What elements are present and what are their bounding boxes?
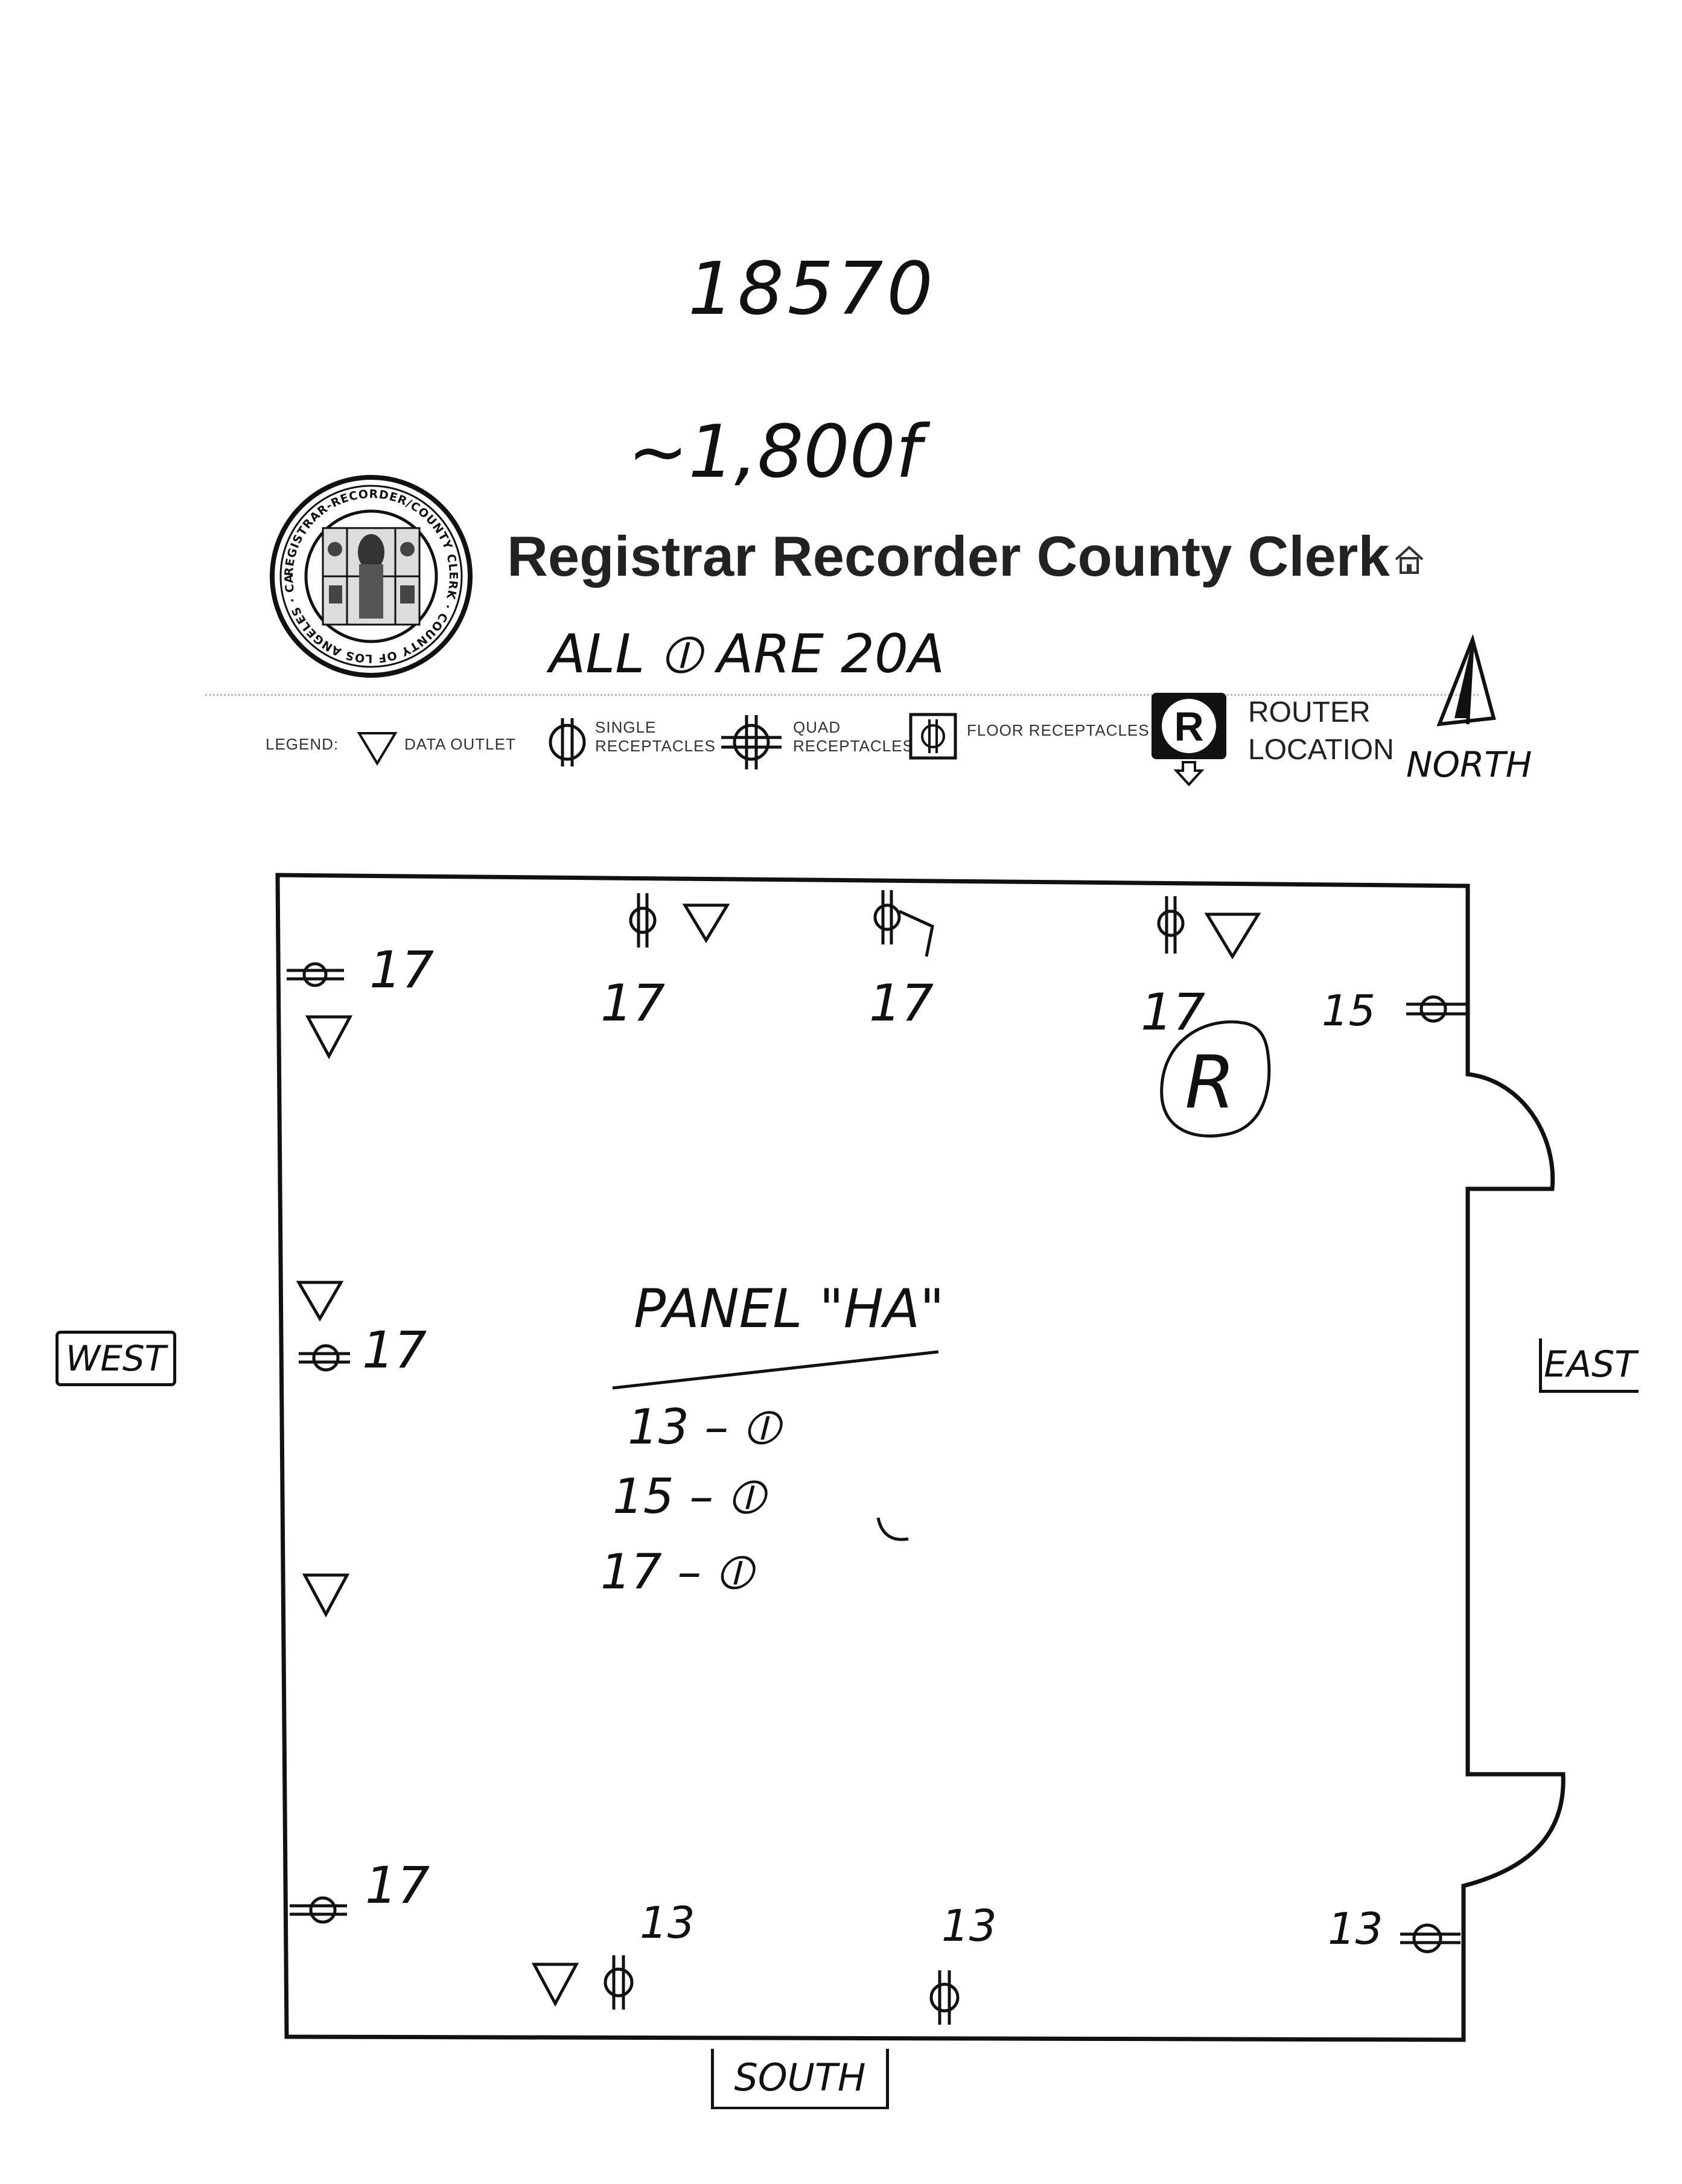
east-label: EAST [1539, 1339, 1639, 1393]
single-receptacle-icon [629, 893, 657, 947]
header-divider [205, 694, 1479, 696]
router-circle [1160, 1020, 1271, 1138]
single-receptacle-icon [873, 890, 934, 957]
wall-receptacle-icon [1400, 1923, 1461, 1953]
data-outlet-legend-icon [357, 732, 398, 766]
circuit-number-west: 17 [362, 1320, 427, 1380]
single-receptacle-icon [604, 1955, 634, 2010]
single-receptacle-icon [1157, 896, 1185, 954]
circuit-number: 17 [600, 973, 665, 1033]
legend-quad-text: QUAD RECEPTACLES [793, 718, 914, 756]
receptacle-note: ALL ⦶ ARE 20A [549, 623, 945, 685]
circuit-number: 13 [640, 1897, 695, 1948]
quad-receptacle-legend-icon [721, 715, 782, 769]
legend-single-line2: RECEPTACLES [595, 737, 716, 756]
reference-number: 18570 [688, 247, 937, 331]
home-icon [1395, 546, 1424, 574]
north-arrow-icon [1436, 634, 1496, 727]
router-legend-glyph: R [1174, 704, 1203, 750]
legend-single-text: SINGLE RECEPTACLES [595, 718, 716, 756]
legend-single-line1: SINGLE [595, 718, 657, 736]
router-legend-icon: R [1152, 693, 1226, 786]
legend-quad-line1: QUAD [793, 718, 841, 736]
data-outlet-icon [296, 1281, 344, 1322]
west-label: WEST [56, 1331, 176, 1386]
circuit-number-northwest: 17 [369, 940, 434, 999]
legend-data-outlet-text: DATA OUTLET [404, 735, 516, 753]
data-outlet-icon [682, 903, 730, 943]
legend-quad-line2: RECEPTACLES [793, 737, 914, 756]
legend-router-line2: LOCATION [1248, 734, 1394, 766]
data-outlet-icon [531, 1963, 579, 2007]
single-receptacle-legend-icon [549, 718, 586, 766]
circuit-number: 17 [869, 973, 934, 1033]
data-outlet-icon [302, 1573, 350, 1618]
router-mark: R [1185, 1041, 1235, 1125]
circuit-number-southeast: 13 [1328, 1903, 1383, 1954]
wall-receptacle-icon [290, 1896, 347, 1924]
north-label: NORTH [1406, 744, 1532, 785]
wall-receptacle-icon [1406, 995, 1467, 1023]
circuit-number: 13 [941, 1900, 997, 1951]
circuit-number: 17 [1141, 982, 1205, 1042]
wall-receptacle-icon [299, 1344, 350, 1372]
org-title: Registrar Recorder County Clerk [507, 524, 1390, 588]
panel-line: 17 – ⦶ [600, 1544, 752, 1600]
data-outlet-icon [1204, 912, 1261, 960]
single-receptacle-icon [929, 1970, 960, 2025]
legend-router-line1: ROUTER [1248, 696, 1371, 728]
panel-line: 15 – ⦶ [613, 1468, 764, 1524]
county-seal-logo: REGISTRAR-RECORDER/COUNTY CLERK · COUNTY… [269, 474, 473, 678]
circuit-number-southwest: 17 [365, 1856, 430, 1915]
legend-floor-text: FLOOR RECEPTACLES [967, 721, 1150, 739]
wall-receptacle-icon [287, 962, 344, 987]
legend-label: LEGEND: [266, 735, 339, 753]
data-outlet-icon [305, 1015, 353, 1060]
floor-receptacle-legend-icon [909, 713, 957, 760]
area-note: ~1,800f [628, 410, 922, 494]
south-label: SOUTH [711, 2049, 889, 2109]
panel-line: 13 – ⦶ [628, 1399, 779, 1455]
panel-title: PANEL "HA" [634, 1278, 945, 1340]
legend-router-text: ROUTER LOCATION [1248, 694, 1394, 769]
circuit-number-northeast: 15 [1322, 986, 1376, 1036]
